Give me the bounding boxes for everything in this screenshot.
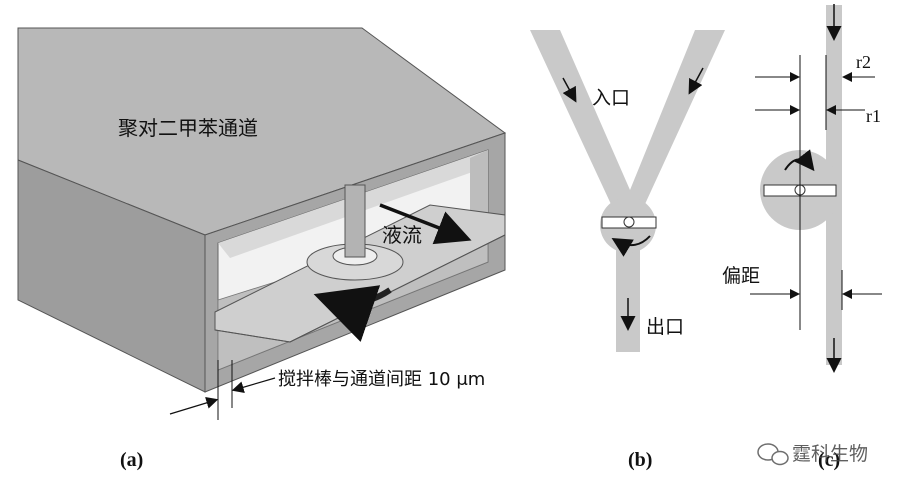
flow-label: 液流 [382,223,422,247]
r2-label: r2 [856,52,871,72]
rotation-arrow [313,285,392,342]
inlet-label: 入口 [592,87,630,109]
gap-arrow-right [231,377,276,394]
y-channel [530,30,725,352]
r1-label: r1 [866,106,881,126]
panel-b-diagram [530,30,725,352]
panel-a-diagram [17,27,507,420]
channel-label: 聚对二甲苯通道 [118,116,258,140]
inlet-arrow-right [688,67,704,95]
caption-c: (c) [818,449,840,471]
wechat-icon [757,443,789,466]
panel-c-diagram [750,4,882,373]
offset-label: 偏距 [722,265,760,287]
flow-arrow [379,203,472,245]
caption-b: (b) [628,449,652,471]
stir-bar-post [344,184,366,258]
watermark: 霆科生物 [757,443,868,466]
caption-a: (a) [120,449,143,471]
gap-label: 搅拌棒与通道间距 10 μm [278,369,485,390]
watermark-text: 霆科生物 [792,443,868,465]
inlet-arrow-left [562,77,577,103]
gap-arrow-left [169,397,219,415]
outlet-label: 出口 [646,316,684,338]
